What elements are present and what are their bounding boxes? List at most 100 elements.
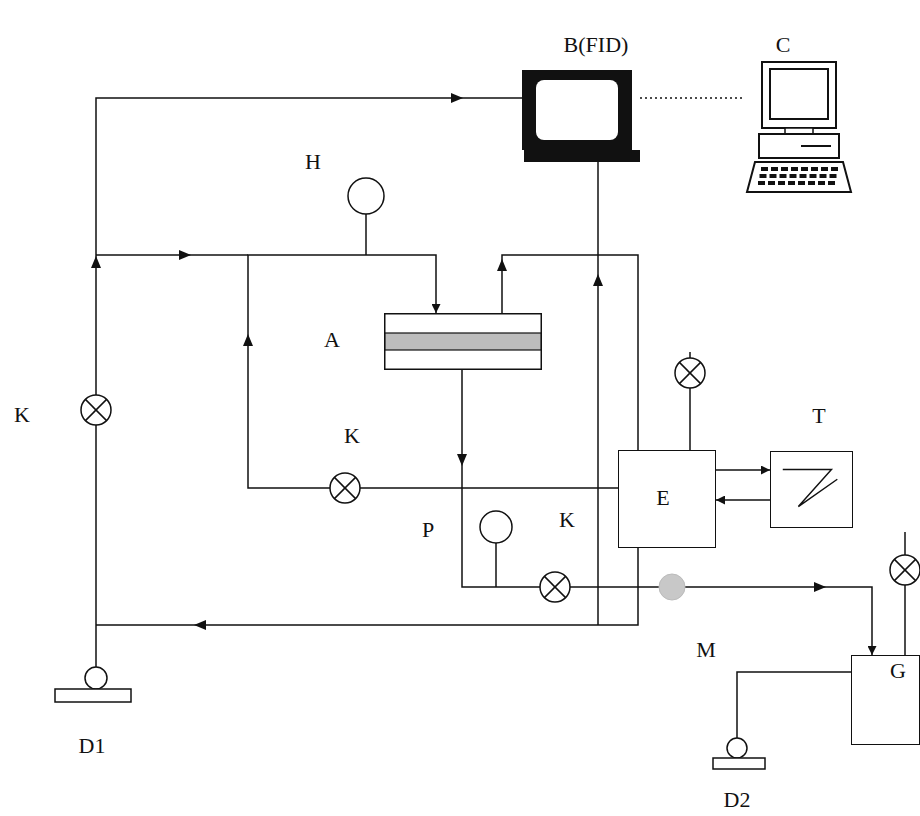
valve-symbol	[890, 555, 920, 585]
key	[771, 167, 778, 171]
flow-arrow	[194, 620, 206, 630]
key	[758, 181, 765, 185]
part-label: K	[14, 403, 30, 427]
valve-body	[890, 555, 920, 585]
connector	[716, 469, 770, 471]
key	[778, 181, 785, 185]
module-housing	[385, 314, 542, 370]
valve-cross	[544, 576, 565, 597]
key	[810, 174, 817, 178]
valve-body	[540, 572, 570, 602]
key	[791, 167, 798, 171]
key	[798, 181, 805, 185]
valve-body	[675, 358, 705, 388]
part-label: D1	[79, 734, 106, 758]
computer: C	[745, 60, 853, 196]
part-label: H	[305, 150, 321, 174]
pipe	[597, 162, 599, 625]
valve-cross	[679, 362, 700, 383]
pipe	[737, 672, 851, 738]
pump-base	[55, 689, 131, 702]
monitor-screen	[536, 80, 618, 140]
valve-symbol	[675, 358, 705, 388]
computer-keyboard	[747, 162, 851, 192]
node-shape	[771, 452, 852, 527]
pump-symbol	[727, 738, 747, 758]
valve-cross	[894, 559, 915, 580]
part-label: K	[559, 508, 575, 532]
pump-symbol	[85, 667, 107, 689]
valve-cross	[544, 576, 565, 597]
part-label: K	[344, 424, 360, 448]
flow-arrow	[457, 454, 467, 466]
node-shape	[745, 60, 853, 196]
key	[760, 174, 767, 178]
valve-cross	[85, 399, 106, 420]
computer-drive	[801, 145, 831, 147]
pump-base	[713, 758, 765, 769]
pipe	[96, 255, 638, 625]
pipe	[904, 532, 906, 655]
key	[818, 181, 825, 185]
computer-monitor	[762, 62, 836, 128]
node-label: E	[656, 486, 669, 510]
connector	[640, 97, 745, 99]
valve-symbol	[81, 395, 111, 425]
key	[831, 167, 838, 171]
key	[761, 167, 768, 171]
flow-arrow	[91, 256, 101, 268]
key	[801, 167, 808, 171]
filter-symbol	[659, 574, 685, 600]
key	[830, 174, 837, 178]
node-shape	[384, 313, 542, 370]
key	[768, 181, 775, 185]
valve-cross	[334, 477, 355, 498]
key	[808, 181, 815, 185]
pipe	[96, 98, 522, 668]
detector-monitor: B(FID)	[522, 70, 640, 162]
vessel-box: G	[851, 655, 920, 745]
valve-cross	[334, 477, 355, 498]
key	[800, 174, 807, 178]
connector	[248, 255, 618, 488]
node-label: B(FID)	[564, 33, 629, 57]
pressure-gauge	[348, 178, 384, 214]
valve-body	[81, 395, 111, 425]
gauge-stem	[495, 543, 497, 587]
flow-arrow	[451, 93, 463, 103]
key	[821, 167, 828, 171]
valve-symbol	[330, 473, 360, 503]
key	[770, 174, 777, 178]
flow-arrow	[243, 334, 253, 346]
monitor-frame	[522, 70, 632, 150]
key	[790, 174, 797, 178]
node-label: G	[890, 659, 906, 683]
node-shape	[852, 656, 919, 744]
valve-symbol	[540, 572, 570, 602]
heat-exchanger: T	[770, 451, 853, 528]
key	[781, 167, 788, 171]
valve-cross	[679, 362, 700, 383]
computer-case	[759, 134, 839, 158]
node-shape	[522, 70, 640, 162]
key	[828, 181, 835, 185]
vessel-box: E	[618, 450, 716, 548]
key	[820, 174, 827, 178]
membrane-module: A	[384, 313, 542, 370]
connector	[716, 499, 770, 501]
gauge-stem	[365, 214, 367, 255]
part-label: D2	[724, 788, 751, 812]
node-label: A	[324, 328, 340, 352]
valve-body	[330, 473, 360, 503]
computer-screen	[770, 69, 828, 119]
part-label: P	[422, 518, 434, 542]
key	[788, 181, 795, 185]
pipe	[96, 254, 248, 256]
flow-arrow	[814, 582, 826, 592]
valve-cross	[85, 399, 106, 420]
node-label: T	[812, 404, 825, 428]
flow-arrow	[179, 250, 191, 260]
part-label: M	[696, 638, 716, 662]
key	[811, 167, 818, 171]
